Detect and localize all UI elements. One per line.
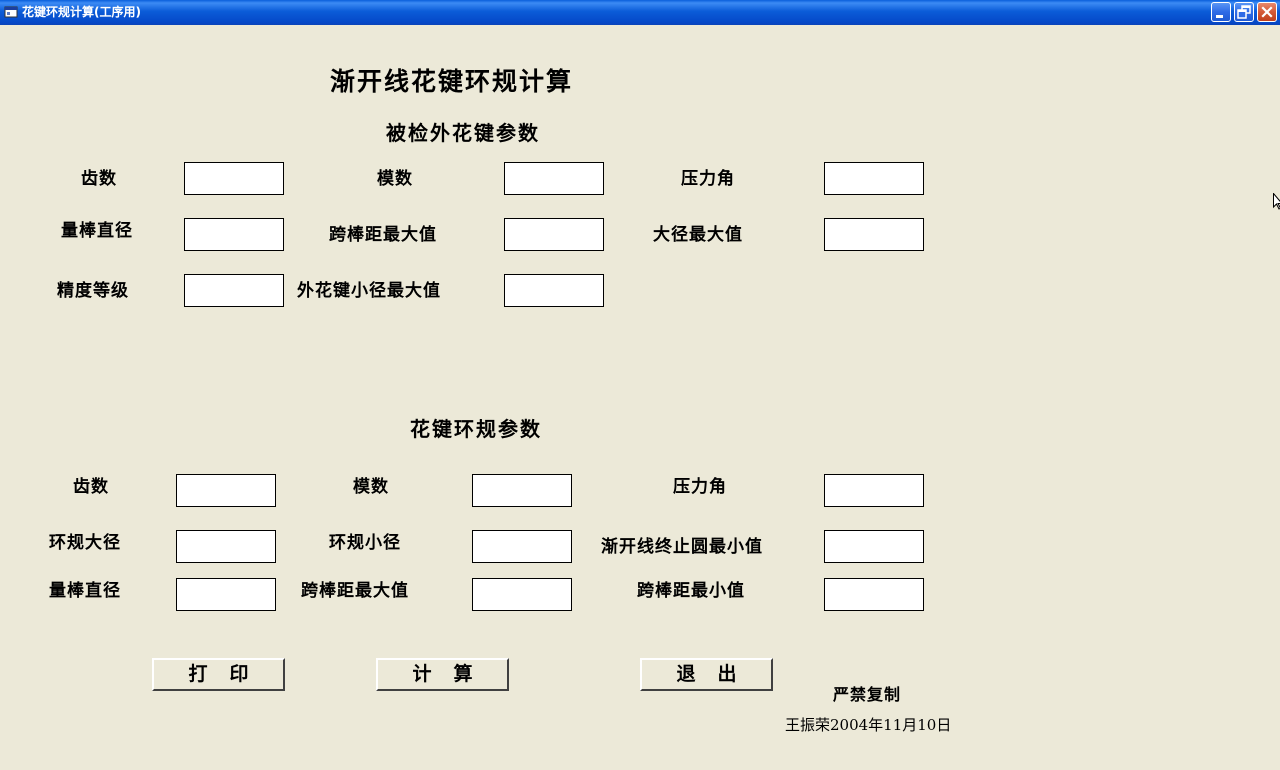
window-title: 花键环规计算(工序用): [22, 5, 141, 19]
ext-pressure-angle-input[interactable]: [824, 162, 924, 195]
restore-icon: [1237, 5, 1251, 19]
ring-span-max-label: 跨棒距最大值: [301, 581, 409, 601]
ring-span-min-label: 跨棒距最小值: [637, 581, 745, 601]
external-spline-heading: 被检外花键参数: [386, 121, 540, 145]
ext-accuracy-grade-label: 精度等级: [57, 281, 129, 301]
print-button[interactable]: 打印: [152, 658, 285, 691]
minimize-button[interactable]: [1211, 2, 1231, 22]
ring-pressure-angle-input[interactable]: [824, 474, 924, 507]
ext-span-max-input[interactable]: [504, 218, 604, 251]
ring-minor-diameter-input[interactable]: [472, 530, 572, 563]
ring-module-input[interactable]: [472, 474, 572, 507]
page-title: 渐开线花键环规计算: [330, 67, 574, 96]
ring-pin-diameter-label: 量棒直径: [49, 581, 121, 601]
ext-module-input[interactable]: [504, 162, 604, 195]
ring-teeth-label: 齿数: [73, 477, 109, 497]
author-date: 王振荣2004年11月10日: [785, 716, 952, 734]
exit-button[interactable]: 退出: [640, 658, 773, 691]
ring-major-diameter-label: 环规大径: [49, 533, 121, 553]
ring-pressure-angle-label: 压力角: [673, 477, 727, 497]
close-button[interactable]: [1257, 2, 1277, 22]
ring-teeth-input[interactable]: [176, 474, 276, 507]
ring-minor-diameter-label: 环规小径: [329, 533, 401, 553]
ext-pressure-angle-label: 压力角: [681, 169, 735, 189]
calculate-button[interactable]: 计算: [376, 658, 509, 691]
ring-involute-end-circle-min-label: 渐开线终止圆最小值: [601, 537, 763, 557]
ring-pin-diameter-input[interactable]: [176, 578, 276, 611]
ext-teeth-input[interactable]: [184, 162, 284, 195]
ext-minor-diameter-max-input[interactable]: [504, 274, 604, 307]
close-icon: [1261, 6, 1273, 18]
mouse-cursor-icon: [1273, 193, 1280, 210]
ring-gauge-heading: 花键环规参数: [410, 417, 542, 441]
ext-major-diameter-max-input[interactable]: [824, 218, 924, 251]
ring-span-max-input[interactable]: [472, 578, 572, 611]
ring-major-diameter-input[interactable]: [176, 530, 276, 563]
title-bar[interactable]: 花键环规计算(工序用): [0, 0, 1280, 25]
ext-pin-diameter-label: 量棒直径: [61, 221, 133, 241]
ext-minor-diameter-max-label: 外花键小径最大值: [297, 281, 441, 301]
minimize-icon: [1216, 15, 1223, 18]
restore-button[interactable]: [1234, 2, 1254, 22]
ring-module-label: 模数: [353, 477, 389, 497]
ext-accuracy-grade-input[interactable]: [184, 274, 284, 307]
app-window-icon[interactable]: [4, 5, 18, 19]
ring-involute-end-circle-min-input[interactable]: [824, 530, 924, 563]
ext-pin-diameter-input[interactable]: [184, 218, 284, 251]
ext-module-label: 模数: [377, 169, 413, 189]
ext-major-diameter-max-label: 大径最大值: [653, 225, 743, 245]
ext-span-max-label: 跨棒距最大值: [329, 225, 437, 245]
ext-teeth-label: 齿数: [81, 169, 117, 189]
copyright-notice: 严禁复制: [833, 685, 902, 704]
ring-span-min-input[interactable]: [824, 578, 924, 611]
